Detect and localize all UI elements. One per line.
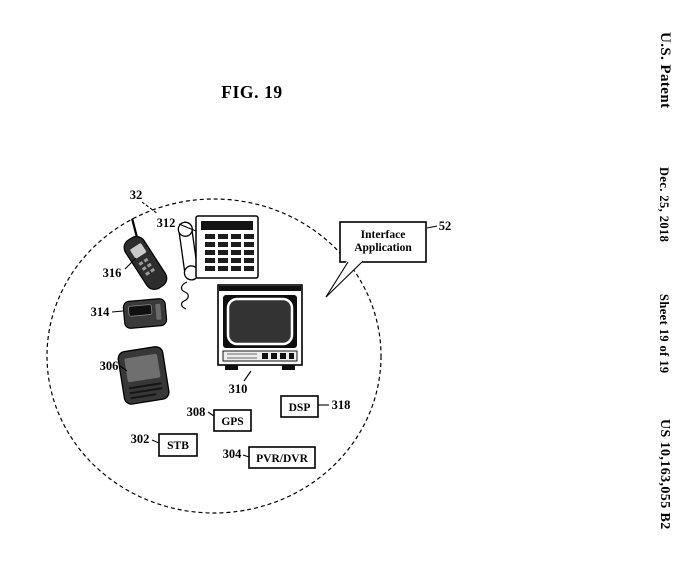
figure-title: FIG. 19 bbox=[221, 82, 283, 102]
callout-text-line2: Application bbox=[354, 242, 412, 254]
desk-phone-icon bbox=[177, 215, 259, 310]
phone-display bbox=[201, 221, 253, 230]
handheld-screen bbox=[124, 353, 161, 383]
ref-314-leader bbox=[111, 310, 124, 313]
ref-310-label: 310 bbox=[229, 382, 248, 396]
dsp-box-label: DSP bbox=[289, 402, 311, 414]
ref-312-leader bbox=[178, 223, 197, 232]
phone-handset bbox=[177, 221, 200, 281]
ref-312-label: 312 bbox=[157, 216, 176, 230]
keypad-buttons bbox=[205, 234, 254, 271]
phone-screen bbox=[130, 243, 147, 259]
pvr-dvr-box-label: PVR/DVR bbox=[256, 453, 308, 465]
ref-314-label: 314 bbox=[91, 305, 111, 319]
tv-speaker-lines bbox=[227, 353, 257, 359]
tv-control-strip bbox=[222, 350, 298, 362]
handset-cord bbox=[180, 281, 189, 310]
pager-screen bbox=[128, 304, 153, 317]
ref-318-label: 318 bbox=[332, 398, 351, 412]
pvr-dvr-box: PVR/DVR bbox=[248, 446, 316, 469]
ref-308-label: 308 bbox=[187, 405, 206, 419]
ref-310-leader bbox=[243, 370, 252, 382]
ref-306-leader bbox=[119, 365, 128, 372]
tv-screen bbox=[226, 297, 294, 346]
gps-box-label: GPS bbox=[221, 416, 243, 428]
ref-308-leader bbox=[207, 411, 215, 417]
tv-buttons bbox=[262, 353, 294, 359]
handheld-device-icon bbox=[117, 346, 170, 405]
gps-box: GPS bbox=[213, 409, 252, 432]
ref-316-leader bbox=[124, 257, 137, 270]
stb-box-label: STB bbox=[167, 440, 189, 452]
cordless-phone-icon bbox=[123, 218, 168, 291]
phone-antenna bbox=[131, 218, 138, 238]
ref-52-label: 52 bbox=[439, 219, 452, 233]
callout-box bbox=[339, 221, 427, 263]
stb-box: STB bbox=[158, 433, 198, 457]
crt-tv-icon bbox=[217, 284, 303, 370]
ref-32-label: 32 bbox=[130, 188, 143, 202]
interface-application-callout: Interface Application bbox=[325, 221, 427, 298]
ref-302-leader bbox=[151, 439, 160, 444]
cordless-buttons bbox=[138, 257, 156, 276]
ref-306-label: 306 bbox=[100, 359, 119, 373]
ref-302-label: 302 bbox=[131, 432, 150, 446]
pager-icon bbox=[122, 298, 168, 329]
dsp-box: DSP bbox=[280, 395, 319, 418]
ref-32-leader bbox=[141, 201, 159, 215]
callout-text-line1: Interface bbox=[361, 229, 406, 241]
ref-52-leader bbox=[426, 225, 438, 229]
handheld-detail-lines bbox=[128, 382, 163, 400]
ref-316-label: 316 bbox=[103, 266, 122, 280]
ref-304-leader bbox=[242, 454, 250, 458]
ref-304-label: 304 bbox=[223, 447, 243, 461]
device-group-ellipse bbox=[46, 198, 382, 514]
